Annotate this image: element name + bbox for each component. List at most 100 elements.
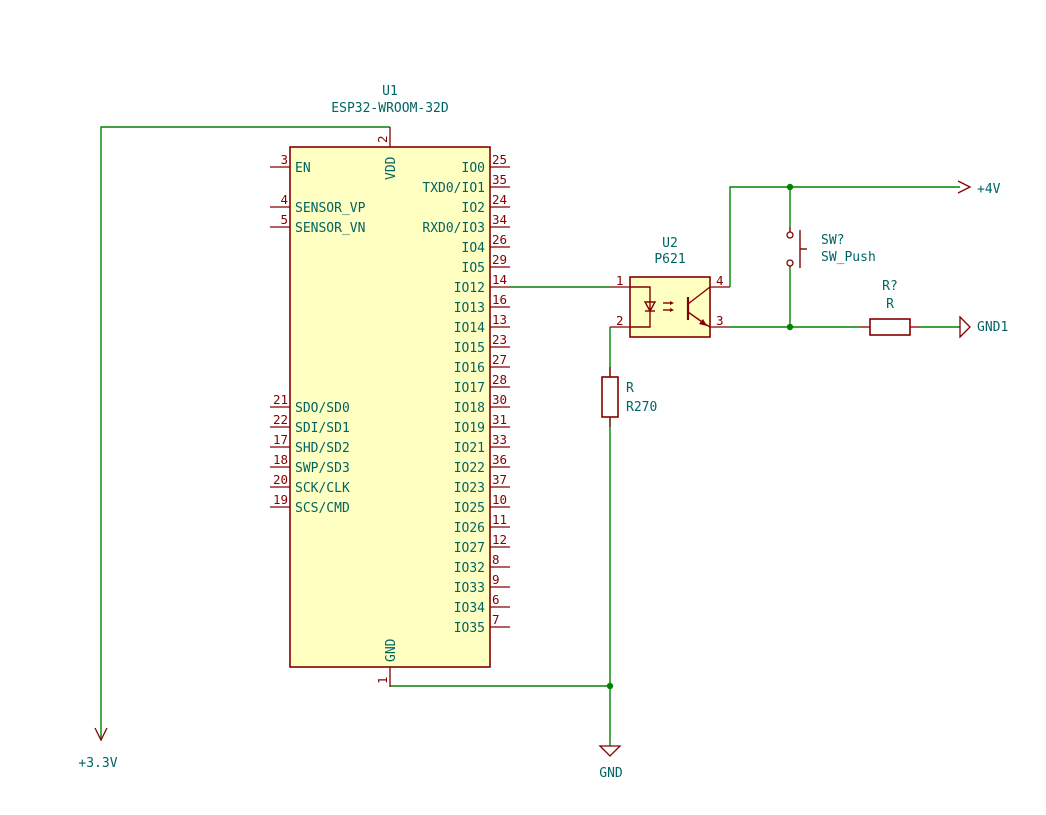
u1-right-pin-num: 27 xyxy=(492,352,507,367)
u1-left-pin-num: 20 xyxy=(273,472,288,487)
u2-pin-1-num: 1 xyxy=(616,273,624,288)
u1-right-pin-name: TXD0/IO1 xyxy=(422,181,485,196)
u1-left-pin-num: 22 xyxy=(273,412,288,427)
u1-left-pin-name: EN xyxy=(295,161,311,176)
power-gnd-label: GND xyxy=(599,766,623,781)
u2-optocoupler[interactable]: U2 P621 1 2 4 3 xyxy=(610,236,730,338)
resistor-r-top[interactable]: R? R xyxy=(860,279,920,336)
u2-value: P621 xyxy=(654,252,685,267)
power-gnd1-label: GND1 xyxy=(977,320,1008,335)
power-gnd[interactable]: GND xyxy=(598,745,623,781)
u1-left-pin-num: 18 xyxy=(273,452,288,467)
u1-left-pin-num: 5 xyxy=(280,212,288,227)
u1-right-pin-num: 25 xyxy=(492,152,507,167)
power-4v-label: +4V xyxy=(977,182,1001,197)
u1-esp32[interactable]: U1 ESP32-WROOM-32D 2 VDD 1 GND 3EN4SENSO… xyxy=(270,84,510,687)
u1-pin-vdd-num: 2 xyxy=(375,135,390,143)
u1-right-pin-name: IO0 xyxy=(462,161,485,176)
u1-left-pin-name: SDO/SD0 xyxy=(295,401,350,416)
r270-body[interactable] xyxy=(601,376,619,418)
u1-right-pin-name: IO21 xyxy=(454,441,485,456)
phototransistor-icon xyxy=(686,286,711,328)
u1-pin-gnd-num: 1 xyxy=(375,676,390,684)
push-switch[interactable]: SW? SW_Push xyxy=(786,227,876,268)
u1-left-pin-name: SDI/SD1 xyxy=(295,421,350,436)
u1-right-pin-name: RXD0/IO3 xyxy=(422,221,485,236)
u1-right-pin-num: 36 xyxy=(492,452,507,467)
u1-right-pin-num: 12 xyxy=(492,532,507,547)
u1-left-pin[interactable]: 3EN xyxy=(270,152,311,176)
wire-vdd[interactable] xyxy=(100,126,390,740)
u1-right-pin-name: IO26 xyxy=(454,521,485,536)
u1-left-pin-num: 17 xyxy=(273,432,288,447)
power-gnd1[interactable]: GND1 xyxy=(959,315,1008,339)
u1-right-pin-num: 31 xyxy=(492,412,507,427)
u1-left-pin-name: SENSOR_VN xyxy=(295,221,365,236)
wire-opto-pin4[interactable] xyxy=(729,186,960,287)
u1-right-pin-num: 35 xyxy=(492,172,507,187)
switch-contact-bottom xyxy=(786,259,794,267)
u1-right-pin-name: IO4 xyxy=(462,241,486,256)
u1-value: ESP32-WROOM-32D xyxy=(331,101,449,116)
r-top-value: R xyxy=(886,297,894,312)
u1-left-pin-num: 4 xyxy=(280,192,288,207)
resistor-r270[interactable]: R R270 xyxy=(601,367,657,427)
u1-right-pin-name: IO34 xyxy=(454,601,485,616)
u1-right-pin-name: IO32 xyxy=(454,561,485,576)
power-4v[interactable]: +4V xyxy=(957,180,1001,197)
u1-right-pin-num: 16 xyxy=(492,292,507,307)
u1-left-pin-num: 19 xyxy=(273,492,288,507)
u1-right-pin-name: IO16 xyxy=(454,361,485,376)
u1-right-pin-name: IO35 xyxy=(454,621,485,636)
u1-right-pin-num: 9 xyxy=(492,572,500,587)
arrow-right-icon xyxy=(957,180,972,194)
u1-right-pin-num: 23 xyxy=(492,332,507,347)
u1-right-pins: 25IO035TXD0/IO124IO234RXD0/IO326IO429IO5… xyxy=(422,152,510,636)
power-3v3[interactable]: +3.3V xyxy=(78,727,118,771)
u1-right-pin-name: IO12 xyxy=(454,281,485,296)
u2-body[interactable] xyxy=(629,276,711,338)
u1-right-pin-name: IO25 xyxy=(454,501,485,516)
r-top-body[interactable] xyxy=(869,318,911,336)
junction-4v xyxy=(786,183,794,191)
u1-ref: U1 xyxy=(382,84,398,99)
u1-right-pin-num: 37 xyxy=(492,472,507,487)
u1-right-pin-num: 6 xyxy=(492,592,500,607)
r270-ref: R xyxy=(626,381,634,396)
r-top-ref: R? xyxy=(882,279,898,294)
